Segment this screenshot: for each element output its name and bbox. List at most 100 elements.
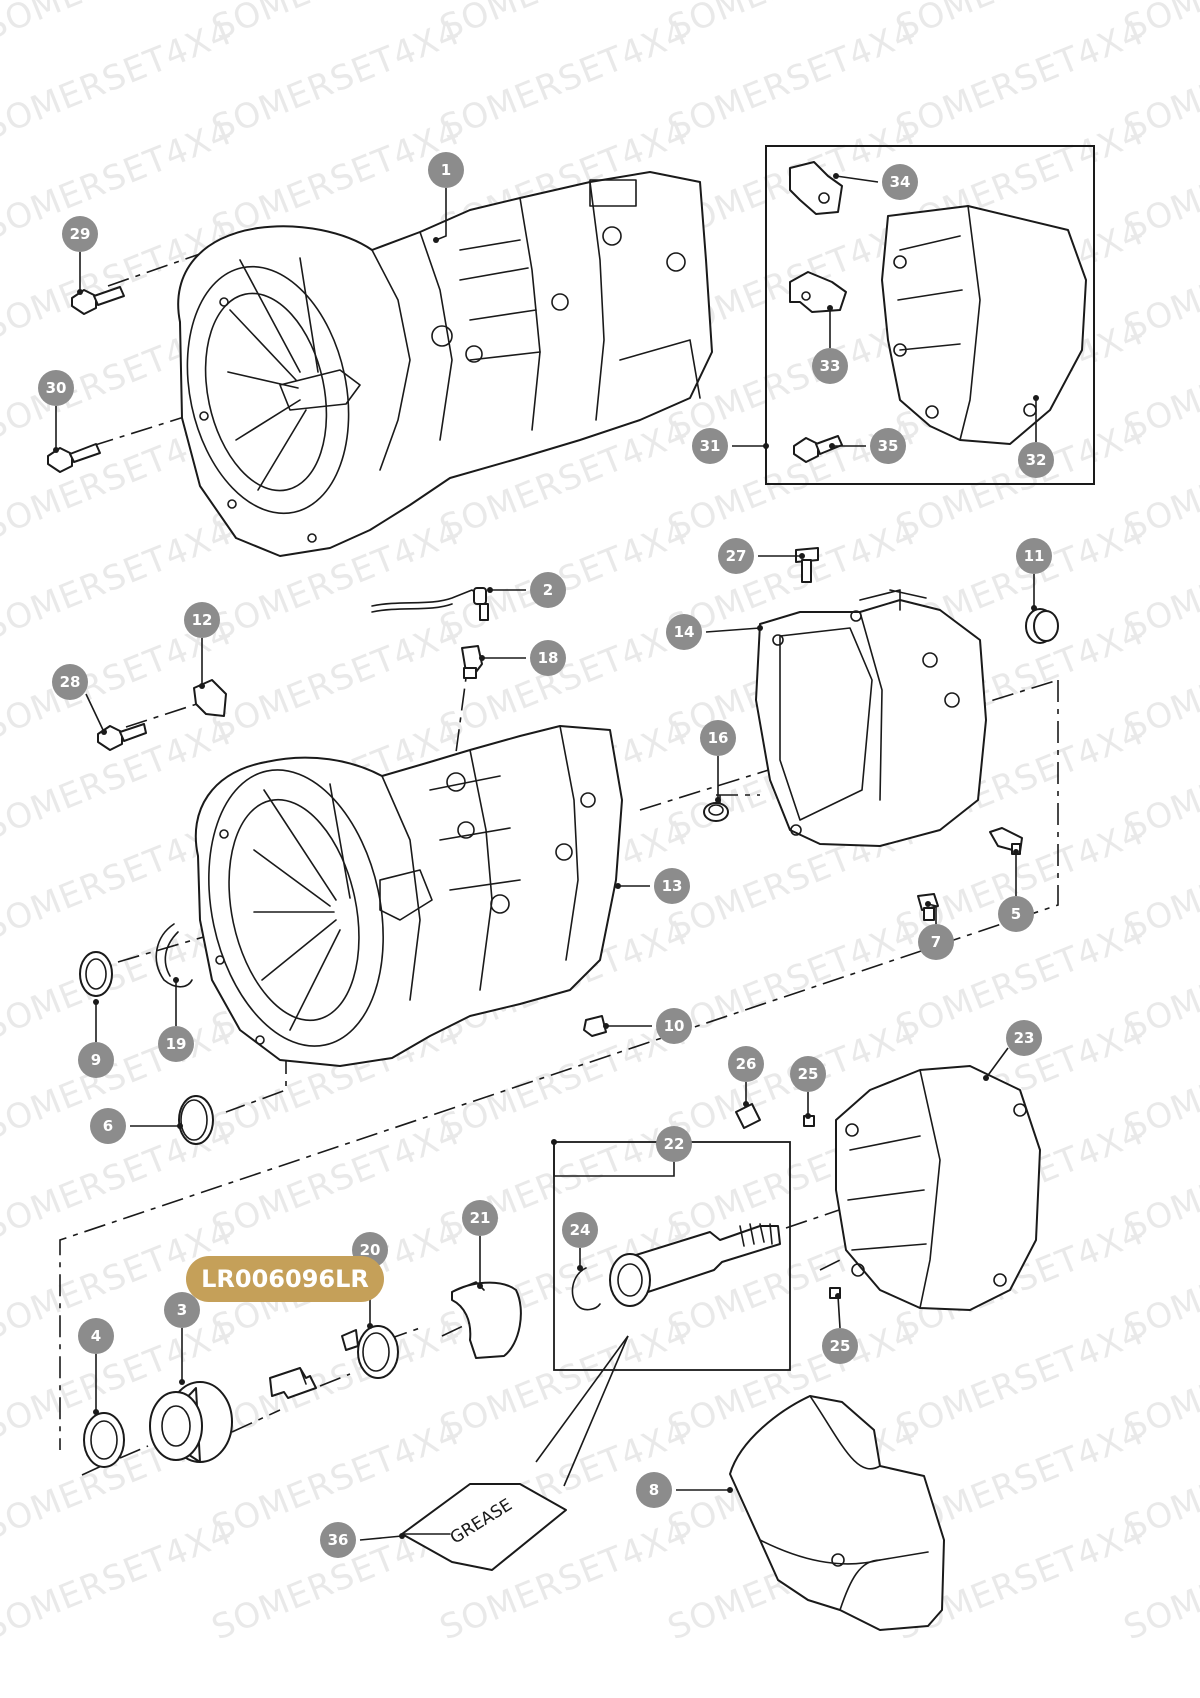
grease-sachet-part: GREASE	[401, 1483, 567, 1571]
part-number-highlight[interactable]: LR006096LR	[186, 1256, 384, 1302]
callout-badge[interactable]	[62, 216, 98, 252]
callout-12[interactable]: 12	[184, 602, 220, 689]
leader-line	[985, 1047, 1009, 1079]
callout-badge[interactable]	[90, 1108, 126, 1144]
callout-badge[interactable]	[1018, 442, 1054, 478]
callout-19[interactable]: 19	[158, 977, 194, 1062]
leader-dot	[93, 999, 99, 1005]
circlip-part	[341, 1325, 399, 1379]
callout-badge[interactable]	[812, 348, 848, 384]
plug-part-lr006096lr[interactable]	[269, 1367, 317, 1399]
leader-line	[705, 627, 761, 633]
callout-36[interactable]: 36	[320, 1522, 405, 1558]
callout-badge[interactable]	[158, 1026, 194, 1062]
callout-35[interactable]: 35	[829, 428, 906, 464]
leader-dot	[757, 625, 763, 631]
callout-number: 8	[649, 1481, 659, 1499]
callout-30[interactable]: 30	[38, 370, 74, 453]
leader-dot	[179, 1379, 185, 1385]
callout-1[interactable]: 1	[428, 152, 464, 243]
part-number-text[interactable]: LR006096LR	[201, 1265, 369, 1293]
callout-badge[interactable]	[52, 664, 88, 700]
callout-number: 4	[91, 1327, 101, 1345]
callout-14[interactable]: 14	[666, 614, 763, 650]
callout-11[interactable]: 11	[1016, 538, 1052, 611]
callout-13[interactable]: 13	[615, 868, 690, 904]
callout-33[interactable]: 33	[812, 305, 848, 384]
callout-badge[interactable]	[654, 868, 690, 904]
leader-line	[553, 1142, 675, 1177]
callout-badge[interactable]	[1006, 1020, 1042, 1056]
callout-28[interactable]: 28	[52, 664, 107, 735]
callout-badge[interactable]	[184, 602, 220, 638]
callout-badge[interactable]	[320, 1522, 356, 1558]
callout-badge[interactable]	[718, 538, 754, 574]
callout-badge[interactable]	[38, 370, 74, 406]
callout-29[interactable]: 29	[62, 216, 98, 295]
callout-25[interactable]: 25	[822, 1293, 858, 1364]
callout-16[interactable]: 16	[700, 720, 736, 803]
callout-6[interactable]: 6	[90, 1108, 183, 1144]
callout-5[interactable]: 5	[998, 849, 1034, 932]
callout-22[interactable]: 22	[551, 1126, 692, 1177]
callout-badge[interactable]	[562, 1212, 598, 1248]
switch-part	[461, 645, 483, 679]
callout-8[interactable]: 8	[636, 1472, 733, 1508]
part-number-tag[interactable]	[186, 1256, 384, 1302]
leader-dot	[799, 553, 805, 559]
callout-badge[interactable]	[692, 428, 728, 464]
callout-badge[interactable]	[530, 572, 566, 608]
callout-layer: 1234567891011121314161819202122232425252…	[38, 152, 1054, 1558]
callout-32[interactable]: 32	[1018, 395, 1054, 478]
callout-31[interactable]: 31	[692, 428, 769, 464]
callout-badge[interactable]	[728, 1046, 764, 1082]
seal-part	[83, 1412, 125, 1468]
callout-badge[interactable]	[78, 1042, 114, 1078]
callout-badge[interactable]	[78, 1318, 114, 1354]
callout-9[interactable]: 9	[78, 999, 114, 1078]
leader-dot	[367, 1323, 373, 1329]
callout-badge[interactable]	[164, 1292, 200, 1328]
callout-badge[interactable]	[918, 924, 954, 960]
callout-badge[interactable]	[998, 896, 1034, 932]
gearbox-assembly-part	[177, 171, 713, 557]
callout-badge[interactable]	[666, 614, 702, 650]
callout-25[interactable]: 25	[790, 1056, 826, 1119]
leader-dot	[715, 797, 721, 803]
callout-4[interactable]: 4	[78, 1318, 114, 1415]
callout-24[interactable]: 24	[562, 1212, 598, 1271]
watermark-text: SOMERSET4X4	[0, 1512, 238, 1648]
bracket-part	[789, 271, 847, 313]
callout-26[interactable]: 26	[728, 1046, 764, 1107]
callout-badge[interactable]	[870, 428, 906, 464]
callout-10[interactable]: 10	[603, 1008, 692, 1044]
callout-badge[interactable]	[636, 1472, 672, 1508]
callout-badge[interactable]	[700, 720, 736, 756]
callout-34[interactable]: 34	[833, 164, 918, 200]
leader-dot	[399, 1533, 405, 1539]
seal-part	[703, 802, 729, 822]
callout-18[interactable]: 18	[479, 640, 566, 676]
callout-23[interactable]: 23	[983, 1020, 1042, 1081]
callout-badge[interactable]	[822, 1328, 858, 1364]
callout-number: 32	[1026, 451, 1047, 469]
callout-3[interactable]: 3	[164, 1292, 200, 1385]
leader-dot	[53, 447, 59, 453]
bracket-part	[193, 679, 227, 717]
plate-housing-part	[755, 589, 987, 847]
callout-2[interactable]: 2	[487, 572, 566, 608]
callout-7[interactable]: 7	[918, 901, 954, 960]
callout-number: 25	[830, 1337, 851, 1355]
callout-badge[interactable]	[428, 152, 464, 188]
callout-badge[interactable]	[882, 164, 918, 200]
callout-badge[interactable]	[656, 1126, 692, 1162]
callout-27[interactable]: 27	[718, 538, 805, 574]
callout-badge[interactable]	[462, 1200, 498, 1236]
callout-badge[interactable]	[790, 1056, 826, 1092]
callout-badge[interactable]	[1016, 538, 1052, 574]
callout-number: 11	[1024, 547, 1045, 565]
callout-badge[interactable]	[656, 1008, 692, 1044]
callout-badge[interactable]	[530, 640, 566, 676]
callout-21[interactable]: 21	[462, 1200, 498, 1289]
